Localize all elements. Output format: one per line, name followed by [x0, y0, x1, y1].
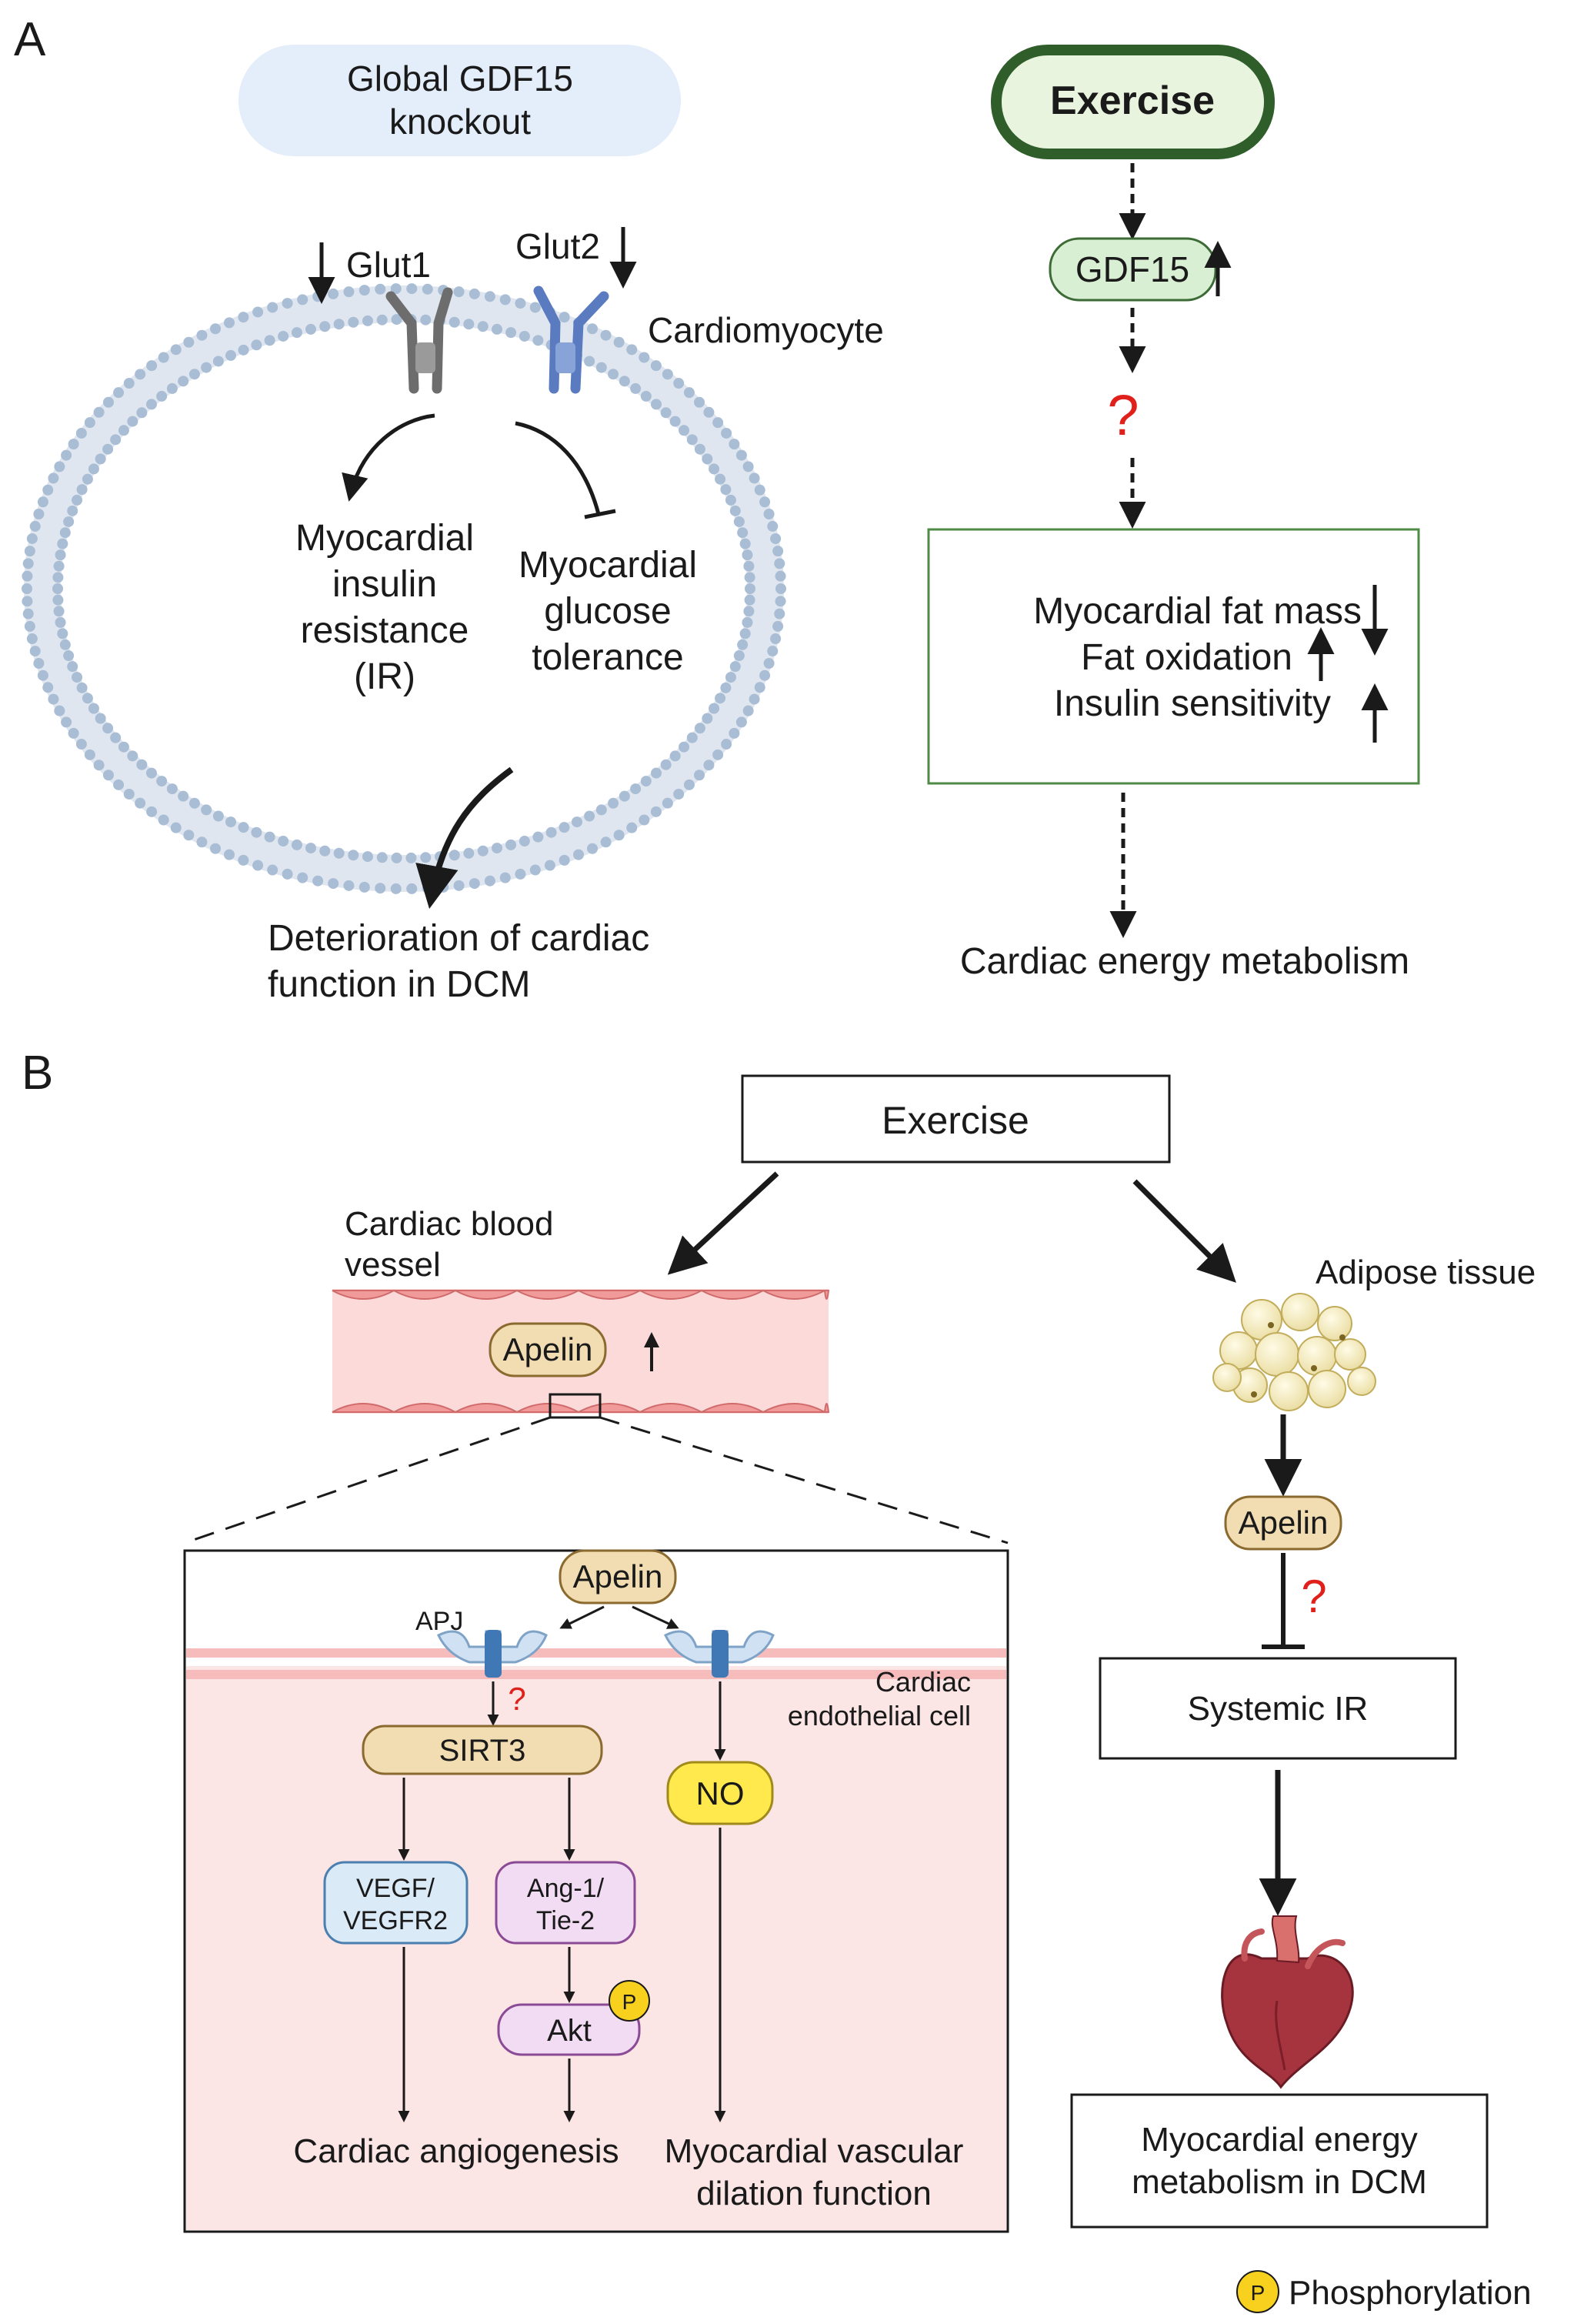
question-mark-apj: ?	[508, 1681, 525, 1717]
sirt3-pill: SIRT3	[362, 1725, 603, 1775]
vegf-label-1: VEGF/	[356, 1874, 435, 1903]
effect-fat-oxidation: Fat oxidation	[1081, 637, 1292, 678]
akt-label: Akt	[547, 2014, 592, 2048]
cell-membrane	[22, 283, 786, 894]
knockout-label-1: Global GDF15	[347, 58, 573, 99]
vessel-label-2: vessel	[345, 1246, 441, 1284]
dilation-label-1: Myocardial vascular	[665, 2132, 964, 2170]
ang-label-2: Tie-2	[536, 1906, 595, 1935]
glut2-transporter-icon	[533, 285, 609, 394]
systemic-ir-label: Systemic IR	[1188, 1690, 1369, 1728]
ir-label-4: (IR)	[354, 656, 415, 697]
exercise-pill-a: Exercise	[991, 45, 1275, 159]
akt-pill: Akt	[497, 2003, 641, 2056]
zoom-line-left	[184, 1416, 551, 1544]
ir-label-1: Myocardial	[295, 518, 474, 559]
adipose-label: Adipose tissue	[1316, 1254, 1536, 1291]
endothelial-label-2: endothelial cell	[788, 1700, 971, 1731]
ang-label-1: Ang-1/	[527, 1874, 605, 1903]
metabolic-effects-box: Myocardial fat mass Fat oxidation Insuli…	[927, 528, 1420, 785]
glut1-transporter-icon	[385, 287, 453, 394]
no-pill: NO	[666, 1761, 774, 1825]
glut1-to-ir-arrow	[342, 413, 435, 502]
effect-insulin-sensitivity: Insulin sensitivity	[1054, 683, 1331, 724]
dilation-label-2: dilation function	[696, 2175, 932, 2212]
glucose-label-2: glucose	[544, 591, 671, 632]
energy-dcm-label-1: Myocardial energy	[1141, 2121, 1418, 2159]
phosphorylation-legend: P Phosphorylation	[1236, 2270, 1532, 2313]
exercise-to-vessel-arrow	[667, 1171, 779, 1275]
ang-box: Ang-1/ Tie-2	[495, 1861, 636, 1945]
apelin-adipose-label: Apelin	[1239, 1504, 1329, 1541]
glut2-label: Glut2	[515, 226, 600, 266]
ir-label-3: resistance	[301, 610, 469, 651]
cardiomyocyte-label: Cardiomyocyte	[648, 310, 884, 350]
question-mark-b2: ?	[1301, 1571, 1326, 1622]
energy-dcm-label-2: metabolism in DCM	[1132, 2163, 1427, 2201]
no-label: NO	[696, 1775, 745, 1811]
legend-phospho-letter: P	[1251, 2281, 1266, 2305]
apelin-vessel-pill: Apelin	[489, 1322, 607, 1377]
knockout-pill: Global GDF15 knockout	[238, 45, 681, 156]
energy-dcm-box: Myocardial energy metabolism in DCM	[1070, 2093, 1489, 2229]
panel-a-letter: A	[14, 13, 46, 66]
cardiac-energy-metabolism-label: Cardiac energy metabolism	[960, 941, 1409, 982]
apelin-top-label: Apelin	[573, 1558, 663, 1594]
apelin-to-apj2-arrow	[632, 1605, 679, 1629]
vessel-label-1: Cardiac blood	[345, 1205, 554, 1243]
exercise-to-adipose-arrow	[1132, 1179, 1236, 1283]
glut1-label: Glut1	[346, 245, 431, 285]
endothelial-label-1: Cardiac	[875, 1666, 971, 1698]
zoom-line-right	[599, 1416, 1009, 1544]
knockout-label-2: knockout	[389, 102, 531, 142]
phospho-badge-label: P	[622, 1990, 637, 2014]
vegf-box: VEGF/ VEGFR2	[323, 1861, 469, 1945]
gdf15-label: GDF15	[1075, 249, 1189, 289]
adipose-tissue-icon	[1212, 1293, 1376, 1411]
glucose-label-3: tolerance	[532, 637, 683, 678]
apelin-top-pill: Apelin	[559, 1549, 677, 1604]
vegf-label-2: VEGFR2	[343, 1906, 448, 1935]
apj-receptor-icon-2	[664, 1630, 775, 1678]
apelin-vessel-label: Apelin	[503, 1331, 593, 1367]
question-mark-a: ?	[1107, 383, 1139, 447]
systemic-ir-box: Systemic IR	[1099, 1657, 1457, 1760]
deterioration-arrow	[415, 766, 514, 910]
gdf15-pill: GDF15	[1049, 237, 1217, 302]
phospho-badge-icon: P	[609, 1980, 650, 2022]
glut2-inhibit-curve	[515, 421, 601, 515]
apj-receptor-icon	[437, 1630, 548, 1678]
deterioration-label-2: function in DCM	[268, 964, 530, 1005]
heart-icon	[1221, 1915, 1354, 2089]
exercise-label-a: Exercise	[1050, 78, 1215, 123]
ir-label-2: insulin	[332, 564, 437, 605]
legend-phospho-icon	[1236, 2270, 1279, 2313]
apelin-to-apj1-arrow	[559, 1605, 605, 1629]
exercise-box-b: Exercise	[741, 1074, 1171, 1164]
angiogenesis-label: Cardiac angiogenesis	[293, 2132, 619, 2170]
deterioration-label-1: Deterioration of cardiac	[268, 918, 649, 959]
glut2-inhibit-bar	[584, 509, 616, 519]
sirt3-label: SIRT3	[439, 1734, 526, 1768]
panel-b-letter: B	[22, 1047, 53, 1100]
exercise-label-b: Exercise	[882, 1099, 1029, 1142]
glucose-label-1: Myocardial	[519, 545, 697, 586]
legend-phospho-label: Phosphorylation	[1289, 2274, 1532, 2312]
apelin-adipose-pill: Apelin	[1224, 1495, 1342, 1551]
effect-fat-mass: Myocardial fat mass	[1033, 591, 1362, 632]
